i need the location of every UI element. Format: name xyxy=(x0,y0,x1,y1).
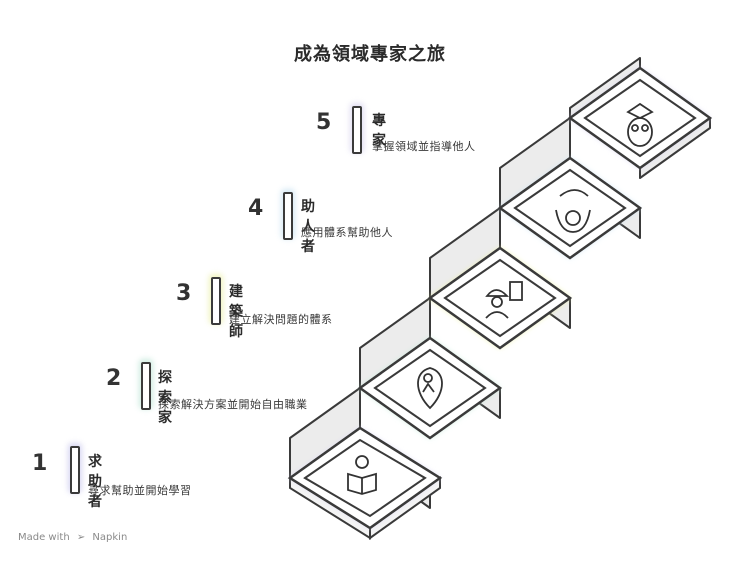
stage-bar xyxy=(352,106,362,154)
stair-fronts xyxy=(289,476,441,540)
stage-desc: 掌握領域並指導他人 xyxy=(372,140,476,153)
stage-name: 建築師 xyxy=(229,284,244,340)
napkin-logo-icon: ➢ xyxy=(76,532,86,543)
stage-desc: 探索解決方案並開始自由職業 xyxy=(158,398,308,411)
stage-number: 1 xyxy=(32,451,48,476)
owl-icon xyxy=(626,102,654,147)
stage-name: 專家 xyxy=(372,113,387,149)
step-5 xyxy=(567,66,713,170)
stage-bar xyxy=(70,446,80,494)
page-title: 成為領域專家之旅 xyxy=(294,44,446,65)
stage-name: 助人者 xyxy=(301,199,316,255)
footer-credit: Made with ➢ Napkin xyxy=(18,532,131,543)
stage-number: 4 xyxy=(248,196,264,221)
stage-number: 2 xyxy=(106,366,122,391)
stage-number: 5 xyxy=(316,110,332,135)
stage-bar xyxy=(211,277,221,325)
stage-number: 3 xyxy=(176,281,192,306)
stage-name: 探索家 xyxy=(158,370,173,426)
footer-made-with: Made with xyxy=(18,532,70,543)
builder-helmet-icon xyxy=(485,281,523,319)
footer-brand: Napkin xyxy=(92,532,128,543)
step-1 xyxy=(287,426,443,530)
book-reader-icon xyxy=(347,455,377,495)
stage-bar xyxy=(141,362,151,410)
stage-desc: 建立解決問題的體系 xyxy=(229,313,333,326)
step-3 xyxy=(427,246,573,350)
stage-bar xyxy=(283,192,293,240)
stage-desc: 尋求幫助並開始學習 xyxy=(88,484,192,497)
stage-name: 求助者 xyxy=(88,454,103,510)
step-4 xyxy=(497,156,643,260)
map-pin-person-icon xyxy=(417,367,443,410)
step-2 xyxy=(357,336,503,440)
stage-desc: 應用體系幫助他人 xyxy=(301,226,393,239)
helping-hand-icon xyxy=(555,189,591,233)
